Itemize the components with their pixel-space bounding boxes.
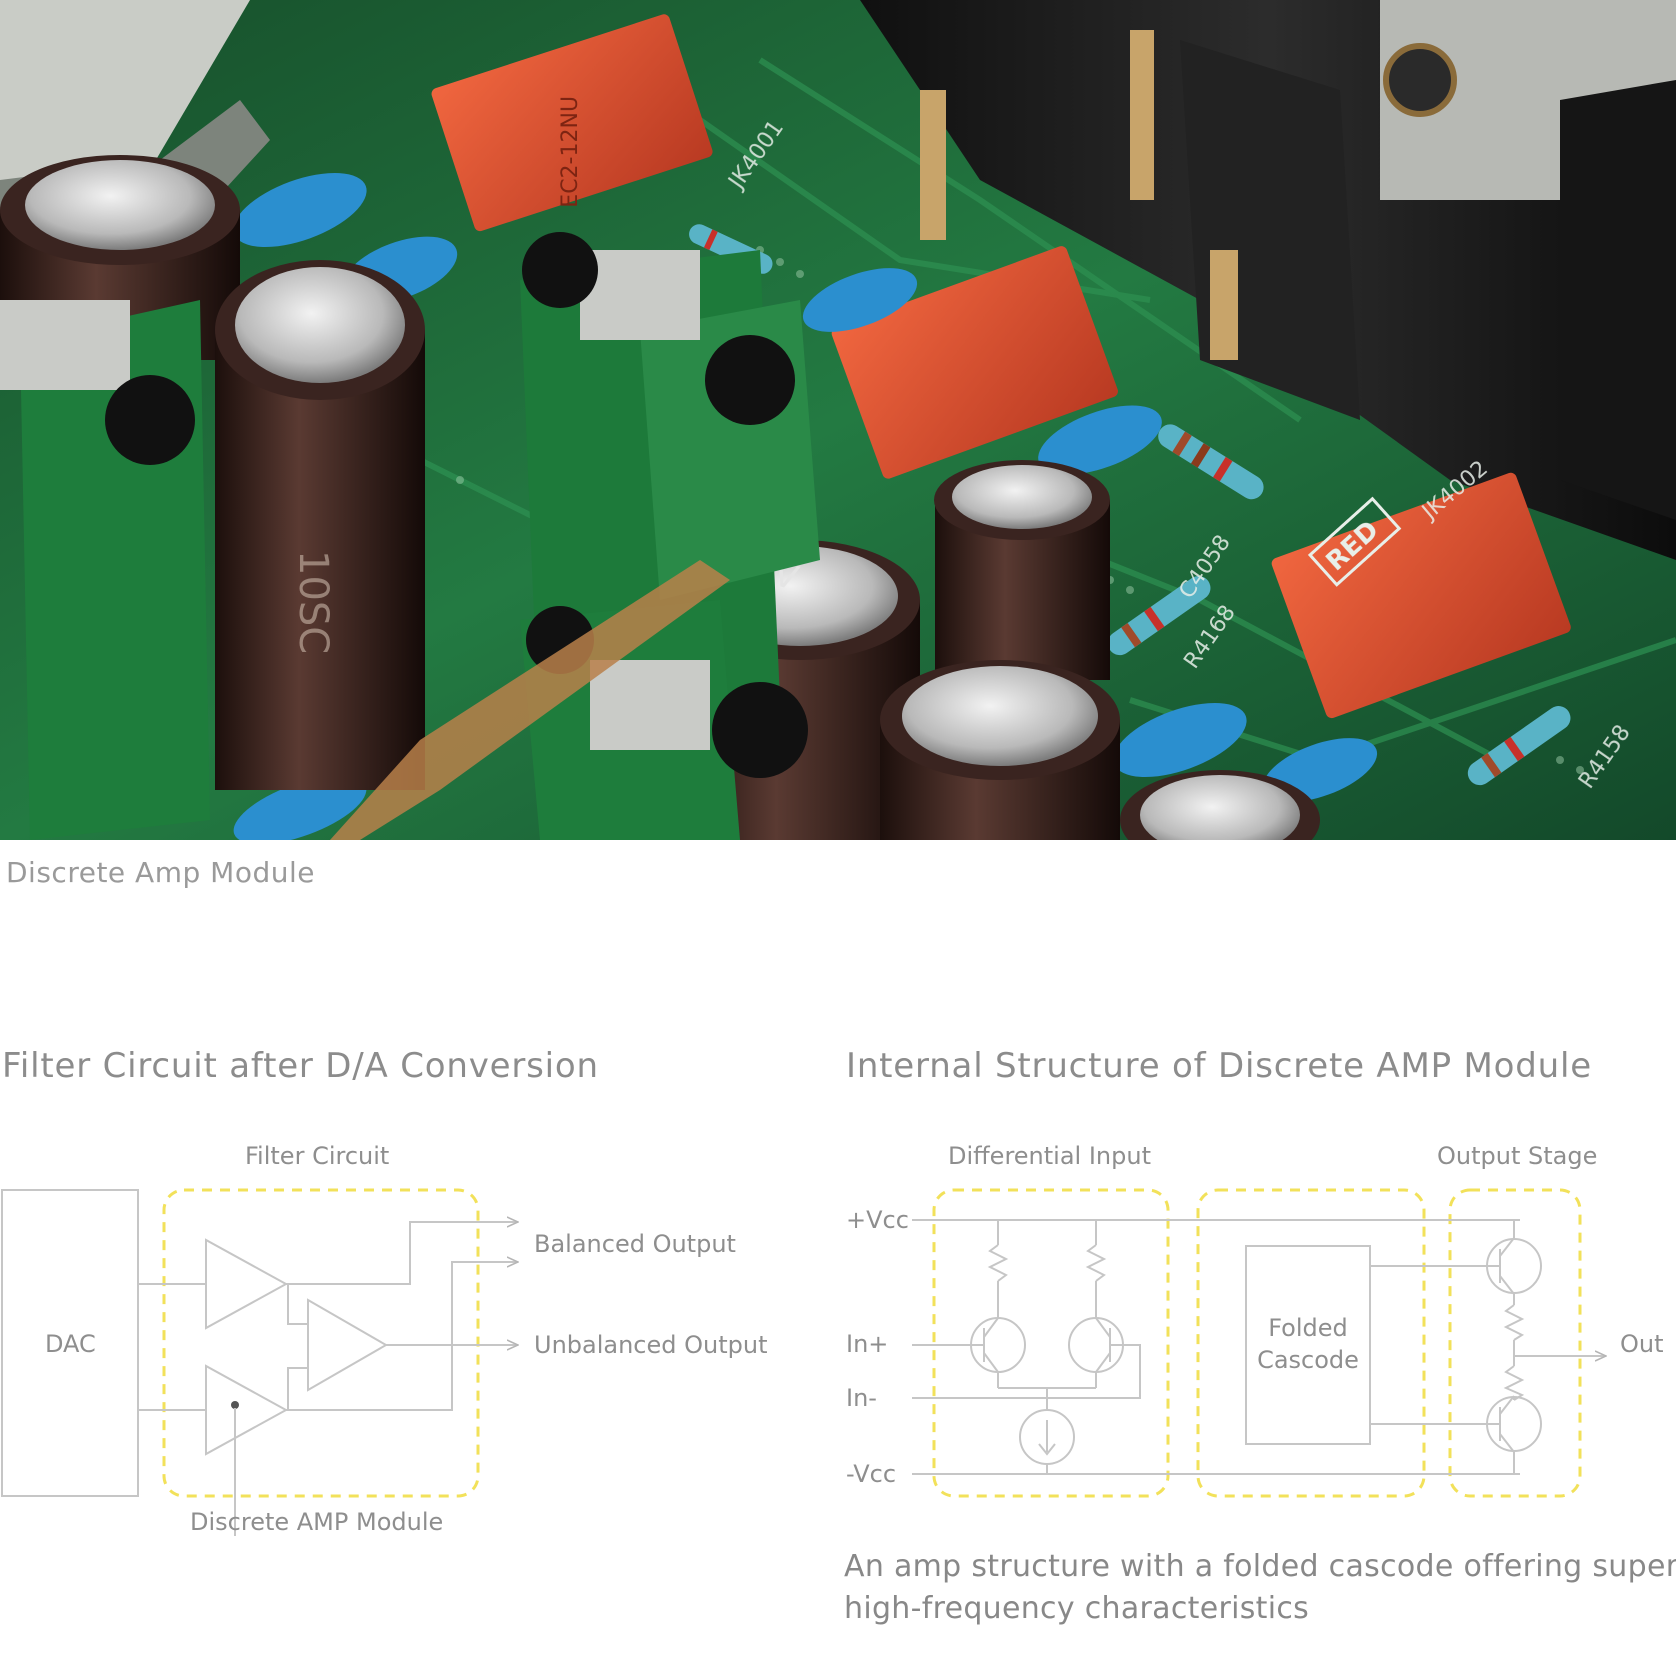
folded-cascode-region [1196, 1188, 1426, 1498]
pcb-illustration: EC2-12NU [0, 0, 1676, 840]
pcb-photo: EC2-12NU [0, 0, 1676, 840]
differential-input-label: Differential Input [948, 1142, 1151, 1170]
photo-caption: Discrete Amp Module [6, 856, 315, 889]
cascode-label: Cascode [1257, 1346, 1359, 1374]
amp-diagram-title: Internal Structure of Discrete AMP Modul… [846, 1046, 1592, 1086]
description-line-2: high-frequency characteristics [844, 1591, 1310, 1626]
in-minus-label: In- [846, 1384, 877, 1412]
diagrams: Filter Circuit DAC Balanced Output Unbal… [1, 1142, 1664, 1536]
vcc-plus-label: +Vcc [846, 1206, 909, 1234]
description-line-1: An amp structure with a folded cascode o… [844, 1549, 1676, 1584]
differential-input-region [932, 1188, 1170, 1498]
emitter-resistor-top [1503, 1304, 1525, 1341]
dac-box [1, 1189, 139, 1497]
output-stage-region [1448, 1188, 1582, 1498]
filter-circuit-diagram [1, 1188, 518, 1536]
filter-circuit-region [162, 1188, 480, 1498]
dac-label: DAC [45, 1330, 96, 1358]
filter-diagram-title: Filter Circuit after D/A Conversion [2, 1046, 599, 1086]
xlr-jacks [860, 0, 1676, 560]
load-resistor-right [1085, 1244, 1107, 1282]
relays: EC2-12NU [431, 14, 1571, 719]
relay-label-1: EC2-12NU [558, 96, 583, 208]
amp-triangle-bottom [205, 1364, 289, 1456]
balanced-output-label: Balanced Output [534, 1230, 736, 1258]
amp-diagram-labels: Differential Input Output Stage +Vcc In+… [846, 1142, 1664, 1488]
folded-label: Folded [1268, 1314, 1348, 1342]
out-label: Out [1620, 1330, 1664, 1358]
folded-cascode-box [1245, 1245, 1371, 1445]
in-minus-line [912, 1344, 1141, 1399]
vcc-minus-label: -Vcc [846, 1460, 896, 1488]
amp-description: An amp structure with a folded cascode o… [844, 1546, 1676, 1630]
balanced-out-minus-line [286, 1262, 518, 1411]
cap-value-label: 10SC [290, 550, 336, 654]
filter-diagram-labels: Filter Circuit DAC Balanced Output Unbal… [45, 1142, 768, 1536]
unbalanced-output-label: Unbalanced Output [534, 1331, 768, 1359]
discrete-amp-module-label: Discrete AMP Module [190, 1508, 443, 1536]
resistors [689, 224, 1571, 786]
output-stage-label: Output Stage [1437, 1142, 1597, 1170]
heatsink [0, 0, 250, 190]
balanced-out-plus-line [286, 1222, 518, 1285]
load-resistor-left [987, 1244, 1009, 1282]
amp-structure-diagram [912, 1188, 1606, 1498]
amp-triangle-top [205, 1238, 289, 1330]
filter-circuit-label: Filter Circuit [245, 1142, 389, 1170]
amp-triangle-mixer [307, 1298, 389, 1392]
discrete-module-marker [231, 1401, 239, 1409]
in-plus-label: In+ [846, 1330, 888, 1358]
copper-strip [330, 560, 730, 840]
